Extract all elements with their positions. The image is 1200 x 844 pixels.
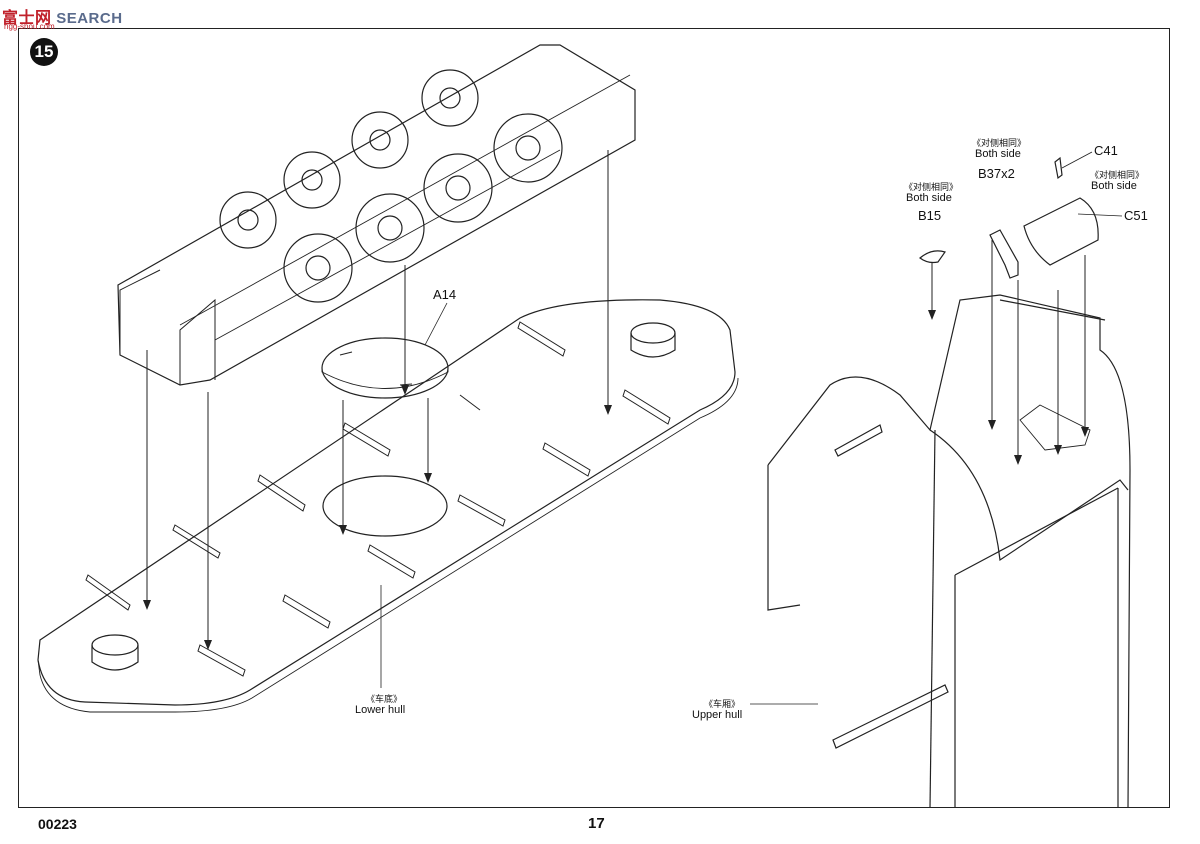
lower-hull-name-cn: 《车底》 [366,694,403,704]
watermark-logo-cn: 富士网 [2,10,52,27]
lower-hull-opening [322,475,448,537]
part-b15-note-cn: 《对侧相同》 [904,182,959,192]
page-frame [18,28,1170,808]
kit-code: 00223 [38,816,77,832]
lower-hull-plate [37,299,736,706]
watermark-logo: 富士网 SEARCH [2,4,123,28]
road-wheels [219,69,563,303]
step-number-badge: 15 [30,38,58,66]
part-c51-shape [1023,197,1099,266]
part-b15-note-en: Both side [906,192,952,204]
lower-hull-plate-edge [37,377,739,713]
part-c41-label: C41 [1094,143,1118,158]
part-b37-label: B37x2 [978,166,1015,181]
part-c51-label: C51 [1124,208,1148,223]
upper-hull [767,294,1131,809]
part-c41-note-en: Both side [1091,180,1137,192]
lower-hull-port-front [630,322,676,344]
lower-hull-name-en: Lower hull [355,704,406,716]
upper-hull-name-en: Upper hull [692,709,743,721]
part-a14-disc [321,337,449,399]
part-c41-note-cn: 《对侧相同》 [1090,170,1145,180]
lower-hull-port-rear-wall [91,645,139,671]
part-c41-shape [1054,156,1063,180]
part-b37-note-cn: 《对侧相同》 [972,138,1027,148]
chassis-frame [117,44,636,386]
part-a14-label: A14 [433,287,457,302]
part-b15-label: B15 [918,208,942,223]
lower-hull-ribs [85,321,671,677]
lower-hull-port-rear [91,634,139,656]
part-b15-shape [919,250,946,264]
upper-hull-name-cn: 《车厢》 [704,699,741,709]
watermark-logo-en: SEARCH [56,10,123,27]
page-number: 17 [588,815,605,832]
lower-hull-port-front-wall [630,333,676,358]
watermark-url: ngg-shou.com [4,22,55,31]
part-b37-note-en: Both side [975,148,1021,160]
part-b37-shape [989,229,1019,279]
